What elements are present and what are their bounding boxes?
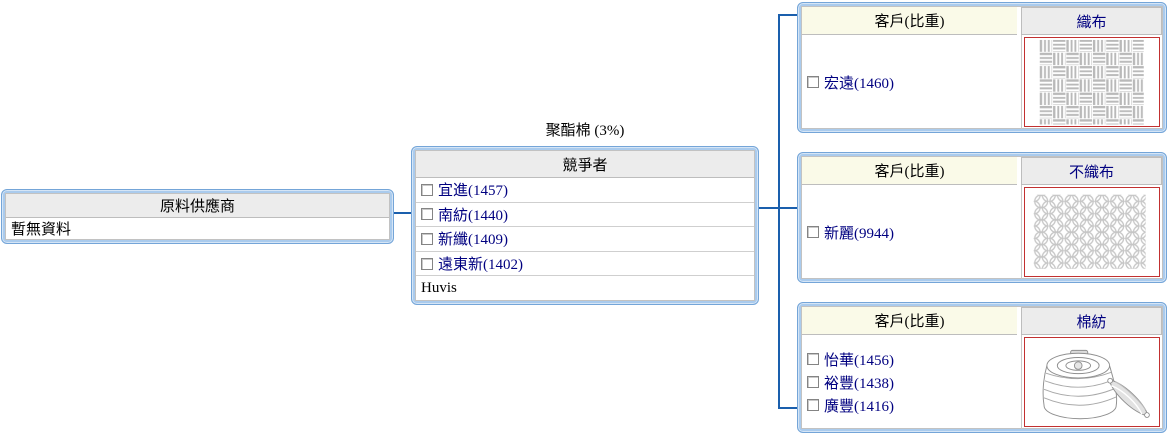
category-label-woven: 織布 (1021, 7, 1162, 35)
competitor-2-checkbox[interactable] (421, 232, 433, 245)
competitor-row: 新纖(1409) (416, 227, 754, 252)
customer-cotton-2-checkbox[interactable] (807, 399, 819, 412)
image-frame (1024, 187, 1160, 278)
connector-branch-top (778, 14, 797, 16)
connector-supplier-to-competitor (393, 212, 411, 214)
product-label: 聚酯棉 (3%) (545, 123, 625, 139)
customer-woven-0-link[interactable]: 宏遠(1460) (824, 75, 894, 92)
customer-row: 新麗(9944) (802, 221, 1017, 244)
category-label-nonwoven: 不織布 (1021, 157, 1162, 185)
customer-header: 客戶(比重) (802, 157, 1017, 185)
customer-woven-0-checkbox[interactable] (807, 76, 819, 89)
connector-trunk-vertical (778, 14, 780, 409)
customer-nonwoven-0-link[interactable]: 新麗(9944) (824, 225, 894, 242)
competitor-2-link[interactable]: 新纖(1409) (438, 232, 508, 249)
customer-header: 客戶(比重) (802, 307, 1017, 335)
supplier-panel: 原料供應商 暫無資料 (1, 189, 394, 244)
image-frame (1024, 37, 1160, 128)
competitor-row: 宜進(1457) (416, 178, 754, 203)
customer-row: 廣豐(1416) (802, 394, 1017, 417)
woven-fabric-image (1039, 39, 1144, 125)
customer-header: 客戶(比重) (802, 7, 1017, 35)
competitor-row: 南紡(1440) (416, 203, 754, 228)
supplier-empty-text: 暫無資料 (11, 222, 72, 238)
customer-row: 宏遠(1460) (802, 71, 1017, 94)
competitor-panel: 競爭者 宜進(1457) 南紡(1440) 新纖(1409) 遠東新(1402)… (411, 146, 759, 305)
competitor-3-checkbox[interactable] (421, 257, 433, 270)
customer-panel-woven: 客戶(比重) 織布 宏遠(1460) (797, 2, 1167, 133)
competitor-0-link[interactable]: 宜進(1457) (438, 183, 508, 200)
connector-competitor-to-customers (757, 207, 797, 209)
yarn-cone-and-spindle-image (1042, 349, 1150, 420)
supplier-panel-title: 原料供應商 (6, 194, 389, 218)
competitor-1-checkbox[interactable] (421, 208, 433, 221)
customer-cotton-1-link[interactable]: 裕豐(1438) (824, 375, 894, 392)
competitor-panel-title: 競爭者 (416, 151, 754, 178)
nonwoven-mesh-image (1033, 194, 1146, 269)
competitor-0-checkbox[interactable] (421, 183, 433, 196)
competitor-row: 遠東新(1402) (416, 252, 754, 277)
category-label-cotton: 棉紡 (1021, 307, 1162, 335)
competitor-4-label: Huvis (421, 279, 457, 296)
customer-row: 怡華(1456) (802, 348, 1017, 371)
customer-cotton-0-link[interactable]: 怡華(1456) (824, 352, 894, 369)
image-frame (1024, 337, 1160, 428)
competitor-3-link[interactable]: 遠東新(1402) (438, 257, 523, 274)
competitor-1-link[interactable]: 南紡(1440) (438, 207, 508, 224)
connector-branch-bottom (778, 407, 797, 409)
customer-cotton-0-checkbox[interactable] (807, 353, 819, 366)
customer-panel-nonwoven: 客戶(比重) 不織布 新麗(9944) (797, 152, 1167, 283)
customer-panel-cotton-spinning: 客戶(比重) 棉紡 怡華(1456) 裕豐(1438) 廣豐(1416) (797, 302, 1167, 433)
customer-row: 裕豐(1438) (802, 371, 1017, 394)
customer-cotton-2-link[interactable]: 廣豐(1416) (824, 398, 894, 415)
customer-nonwoven-0-checkbox[interactable] (807, 226, 819, 239)
customer-cotton-1-checkbox[interactable] (807, 376, 819, 389)
competitor-row: Huvis (416, 276, 754, 300)
